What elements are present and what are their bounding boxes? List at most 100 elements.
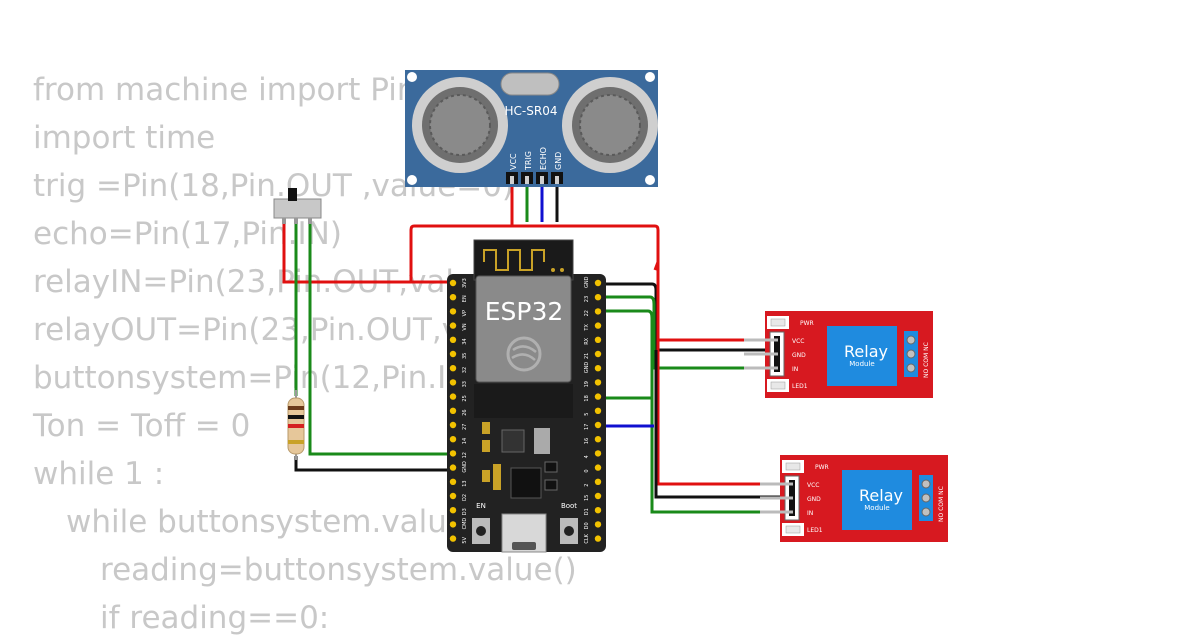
pin-label: D0 [584, 522, 590, 529]
switch-leg [308, 218, 312, 224]
header-pin[interactable] [594, 336, 602, 343]
relay-title: Relay [844, 342, 888, 361]
pin-label: 17 [584, 424, 590, 430]
header-pin[interactable] [449, 393, 457, 400]
header-pin[interactable] [594, 308, 602, 315]
code-line: relayOUT=Pin(23,Pin.OUT,va [33, 312, 480, 348]
pin-label: 33 [462, 381, 468, 387]
header-pin[interactable] [594, 421, 602, 429]
header-pin[interactable] [594, 436, 602, 443]
header-pin[interactable] [449, 421, 457, 429]
header-pin[interactable] [594, 535, 602, 542]
wire-gnd-right[interactable] [600, 282, 770, 352]
pin-label: D1 [584, 508, 590, 515]
header-pin[interactable] [449, 436, 457, 443]
relay-cube [842, 470, 912, 530]
relay-module-1: PWR LED1 VCC GND IN Relay Module NO COM … [744, 311, 933, 398]
wire-vcc-relay2[interactable] [656, 340, 790, 486]
pin-label: 21 [584, 353, 590, 359]
header-pin[interactable] [449, 464, 457, 471]
mount-hole [645, 175, 655, 185]
wire-vcc-relay1[interactable] [656, 262, 770, 342]
slide-switch[interactable] [273, 188, 322, 224]
header-pin[interactable] [449, 294, 457, 301]
pin-label: 32 [462, 367, 468, 373]
left-pin-header: 3V3ENVPVN343532332526271412GND13D2D3CMD5… [449, 278, 468, 544]
header-pin[interactable] [449, 478, 457, 485]
header-pin[interactable] [594, 279, 602, 287]
wire-gnd-relay2[interactable] [654, 350, 790, 499]
regulator [501, 429, 525, 453]
pin-label: GND [584, 362, 590, 374]
antenna-trace [483, 249, 545, 271]
header-pin[interactable] [449, 279, 457, 287]
header-pin[interactable] [594, 521, 602, 528]
header-pin[interactable] [449, 507, 457, 514]
header-pin[interactable] [449, 379, 457, 386]
usb-port[interactable] [501, 513, 547, 553]
header-pin[interactable] [594, 294, 602, 301]
header-pin[interactable] [449, 308, 457, 315]
header-pin[interactable] [594, 350, 602, 358]
pin-label: VP [462, 310, 468, 316]
header-pin[interactable] [449, 322, 457, 329]
mount-hole [407, 72, 417, 82]
wire-23-right[interactable] [600, 295, 770, 370]
wire-22-right[interactable] [600, 309, 790, 514]
esp32-antenna [473, 239, 574, 281]
espressif-logo-icon [506, 336, 542, 372]
relay-subtitle: Module [864, 504, 889, 512]
usb-uart-chip [510, 467, 542, 499]
header-pin[interactable] [594, 492, 602, 500]
header-pin[interactable] [594, 478, 602, 485]
sensor-pin-label: GND [554, 152, 563, 170]
header-pin[interactable] [449, 350, 457, 358]
header-pin[interactable] [594, 450, 602, 457]
header-pin[interactable] [449, 336, 457, 343]
relay-pin-label: VCC [807, 482, 819, 489]
pin-label: 18 [584, 395, 590, 401]
pin-label: 3V3 [462, 278, 468, 288]
pin-label: 14 [462, 438, 468, 444]
en-label: EN [476, 502, 486, 510]
pin-label: GND [584, 276, 590, 288]
code-line: reading=buttonsystem.value() [100, 552, 577, 588]
wire-sensor-vcc[interactable] [510, 196, 660, 271]
pin-label: 12 [462, 452, 468, 458]
switch-lever[interactable] [288, 188, 297, 201]
header-pin[interactable] [594, 365, 602, 372]
esp32-board: ESP32 EN Boot 3V3ENVPVN34353233252627141… [447, 239, 606, 553]
pin-label: 27 [462, 424, 468, 430]
header-pin[interactable] [594, 464, 602, 471]
header-pin[interactable] [449, 535, 457, 542]
header-pin[interactable] [594, 407, 602, 414]
relay-terminal-label: NO COM NC [923, 342, 930, 378]
crystal [500, 72, 560, 96]
header-pin[interactable] [449, 365, 457, 372]
header-pin[interactable] [594, 379, 602, 386]
pin-label: 0 [584, 469, 590, 472]
code-line: while 1 : [33, 456, 165, 492]
header-pin[interactable] [449, 450, 457, 457]
esp32-label: ESP32 [485, 297, 564, 326]
header-pin[interactable] [594, 393, 602, 400]
switch-leg [282, 218, 286, 224]
pin-label: 15 [584, 495, 590, 501]
header-pin[interactable] [449, 407, 457, 414]
header-pin[interactable] [594, 507, 602, 514]
transducer-left [412, 77, 508, 173]
pin-label: 23 [584, 296, 590, 302]
header-pin[interactable] [449, 492, 457, 500]
wire-resistor-gnd[interactable] [294, 456, 452, 472]
wire-switch-vcc[interactable] [282, 220, 452, 284]
wire-switch-gpio12[interactable] [308, 220, 452, 456]
pin-label: 13 [462, 480, 468, 486]
transducer-right [562, 77, 658, 173]
header-pin[interactable] [594, 322, 602, 329]
header-pin[interactable] [449, 521, 457, 528]
wire-sensor-vcc-left[interactable] [409, 224, 512, 284]
code-line: echo=Pin(17,Pin.IN) [33, 216, 342, 252]
boot-label: Boot [561, 502, 577, 510]
pin-label: CMD [462, 518, 468, 530]
